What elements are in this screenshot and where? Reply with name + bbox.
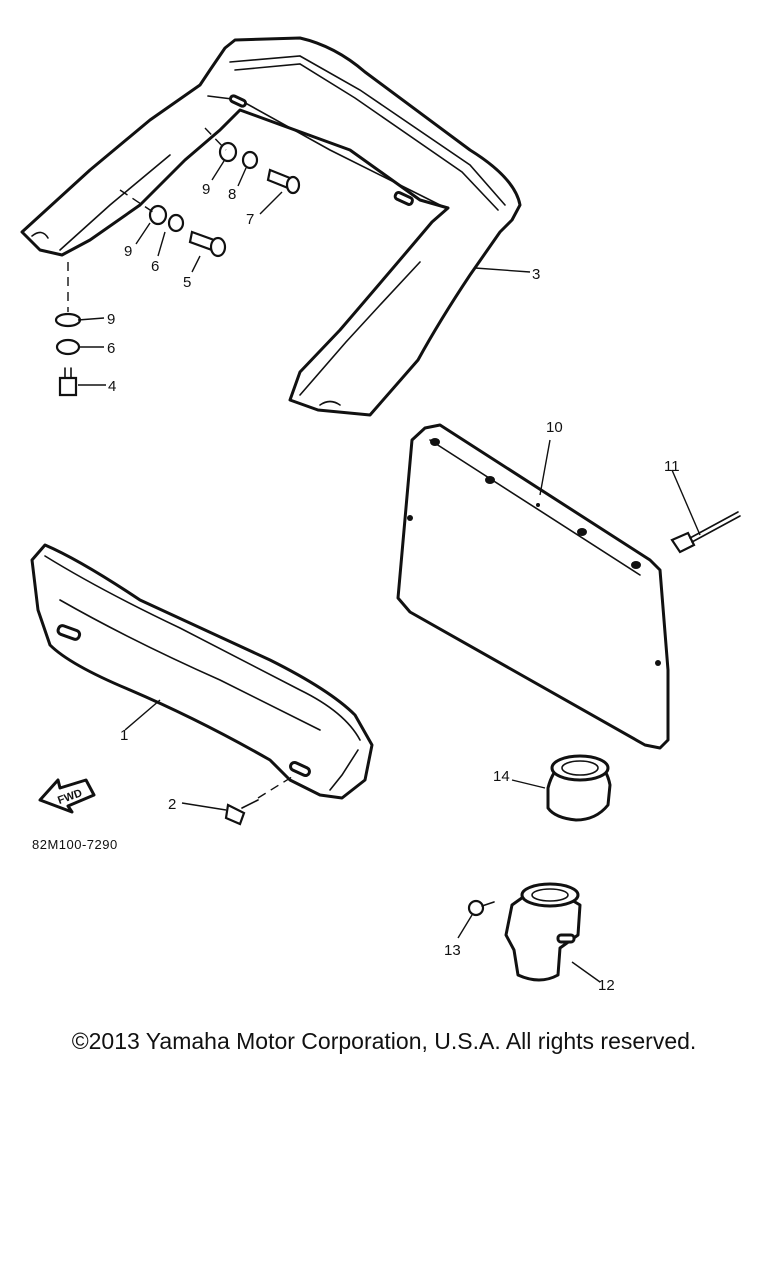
callout-11: 11: [664, 458, 680, 475]
copyright-notice: ©2013 Yamaha Motor Corporation, U.S.A. A…: [71, 1028, 697, 1054]
callout-10: 10: [546, 419, 563, 436]
diagram-ref-number: 82M100-7290: [32, 837, 118, 852]
alignment-lines: [67, 127, 296, 799]
part-13-screw: [467, 899, 495, 917]
fwd-arrow: FWD: [38, 778, 96, 814]
callout-9c: 9: [107, 311, 115, 328]
callout-4: 4: [108, 378, 116, 395]
part-14-grommet: [546, 754, 612, 822]
callout-9b: 9: [124, 243, 132, 260]
part-1-bumper: [30, 543, 374, 800]
parts-diagram: FWD 3 1 2 9 6 4 5 6 9 7 8 9 10 11 14 12 …: [20, 36, 741, 994]
callouts: 3 1 2 9 6 4 5 6 9 7 8 9 10 11 14 12 13: [107, 181, 680, 994]
callout-8: 8: [228, 186, 236, 203]
part-10-mudflap: [396, 423, 670, 750]
part-11-rivet: [670, 511, 741, 554]
callout-9a: 9: [202, 181, 210, 198]
hardware: [54, 141, 301, 826]
callout-13: 13: [444, 942, 461, 959]
part-3-carrier: [20, 36, 522, 417]
part-12-socket: [504, 882, 582, 982]
callout-7: 7: [246, 211, 254, 228]
callout-6a: 6: [151, 258, 159, 275]
callout-12: 12: [598, 977, 615, 994]
leader-lines: [77, 160, 701, 983]
callout-1: 1: [120, 727, 128, 744]
callout-14: 14: [493, 768, 510, 785]
callout-2: 2: [168, 796, 176, 813]
callout-6b: 6: [107, 340, 115, 357]
callout-3: 3: [532, 266, 540, 283]
callout-5: 5: [183, 274, 191, 291]
